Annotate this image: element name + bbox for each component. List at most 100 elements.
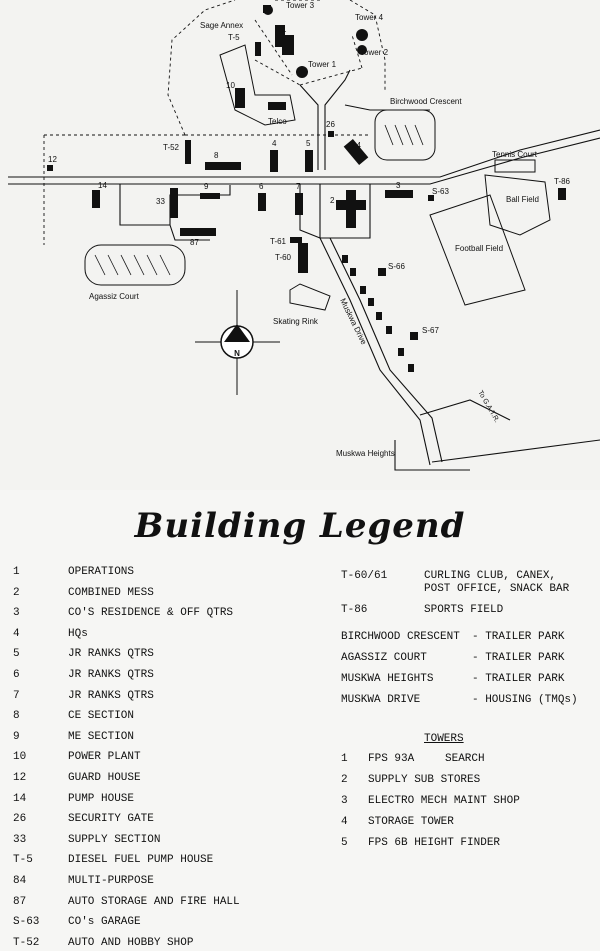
- label-muskwa-heights: Muskwa Heights: [336, 449, 395, 458]
- agassiz-slots: [94, 254, 171, 276]
- base-map: N Sage Annex Tower 3 Tower 4 Tower 1 Tow…: [8, 0, 600, 471]
- legend-item-label: CE SECTION: [68, 710, 135, 722]
- legend-item-label: ME SECTION: [68, 731, 135, 743]
- label-tower-2: Tower 2: [360, 48, 389, 57]
- birchwood-slots: [384, 124, 424, 146]
- legend-item-number: 6: [13, 669, 20, 681]
- house-1: [342, 255, 348, 263]
- legend-item-number: 14: [13, 793, 27, 805]
- building-4: [270, 150, 278, 172]
- legend-item-label: DIESEL FUEL PUMP HOUSE: [68, 854, 214, 866]
- legend-item-number: 3: [13, 607, 20, 619]
- tower-label: SUPPLY SUB STORES: [368, 774, 481, 786]
- legend-item-number: 10: [13, 751, 27, 763]
- building-1b: [282, 35, 294, 55]
- ball-field: [484, 174, 551, 236]
- tower-number: 5: [341, 837, 348, 849]
- buildings: [47, 5, 566, 372]
- house-8: [408, 364, 414, 372]
- towers-title: TOWERS: [424, 733, 464, 745]
- legend-item-number: 8: [13, 710, 20, 722]
- label-tower-1: Tower 1: [308, 60, 337, 69]
- muskwa-heights-roads: [394, 399, 511, 471]
- legend-item-label: CO'S RESIDENCE & OFF QTRS: [68, 607, 234, 619]
- legend-item-label: JR RANKS QTRS: [68, 669, 154, 681]
- building-3: [385, 190, 413, 198]
- building-33: [170, 188, 178, 218]
- label-7: 7: [296, 182, 301, 191]
- house-5: [376, 312, 382, 320]
- legend-item-number: 9: [13, 731, 20, 743]
- muskwa-drive-road: [319, 237, 443, 466]
- building-26: [328, 131, 334, 137]
- label-s66: S-66: [388, 262, 405, 271]
- area-description: - TRAILER PARK: [472, 652, 565, 664]
- label-33: 33: [156, 197, 165, 206]
- area-description: - HOUSING (TMQs): [472, 694, 578, 706]
- perimeter-fence: [43, 0, 386, 245]
- legend-label-t6061-line2: POST OFFICE, SNACK BAR: [424, 583, 570, 595]
- building-t60: [298, 243, 308, 273]
- area-name: BIRCHWOOD CRESCENT: [341, 631, 460, 643]
- building-t5: [255, 42, 261, 56]
- building-14: [92, 190, 100, 208]
- legend-item-number: 5: [13, 648, 20, 660]
- legend-item-number: 84: [13, 875, 27, 887]
- north-arrow: N: [195, 290, 280, 395]
- legend-item-number: 2: [13, 587, 20, 599]
- label-t52: T-52: [163, 143, 180, 152]
- building-5: [305, 150, 313, 172]
- label-tennis: Tennis Court: [492, 150, 538, 159]
- area-description: - TRAILER PARK: [472, 631, 565, 643]
- area-name: AGASSIZ COURT: [341, 652, 427, 664]
- house-2: [350, 268, 356, 276]
- tower-number: 4: [341, 816, 348, 828]
- label-6: 6: [259, 182, 264, 191]
- football-field: [429, 194, 526, 306]
- birchwood-crescent-outline: [374, 109, 436, 161]
- area-name: MUSKWA HEIGHTS: [341, 673, 434, 685]
- legend-item-label: JR RANKS QTRS: [68, 648, 154, 660]
- tower-2-dot: [357, 45, 367, 55]
- legend-item-label: JR RANKS QTRS: [68, 690, 154, 702]
- legend-label-t6061-line1: CURLING CLUB, CANEX,: [424, 570, 557, 582]
- label-tower-4: Tower 4: [355, 13, 384, 22]
- building-t61: [290, 237, 302, 243]
- label-14: 14: [98, 181, 107, 190]
- label-tower-3: Tower 3: [286, 1, 315, 10]
- label-9: 9: [204, 182, 209, 191]
- building-s67: [410, 332, 418, 340]
- label-4: 4: [272, 139, 277, 148]
- building-6: [258, 193, 266, 211]
- label-5: 5: [306, 139, 311, 148]
- label-3: 3: [396, 181, 401, 190]
- label-t5: T-5: [228, 33, 240, 42]
- legend-item-number: 87: [13, 896, 27, 908]
- sage-annex-outline: [219, 44, 296, 126]
- legend-item-label: CO's GARAGE: [68, 916, 141, 928]
- tower-4-dot: [356, 29, 368, 41]
- building-87: [180, 228, 216, 236]
- label-8: 8: [214, 151, 219, 160]
- tower-number: 1: [341, 753, 348, 765]
- tower-label: STORAGE TOWER: [368, 816, 454, 828]
- skating-rink: [289, 283, 331, 311]
- label-84: 84: [352, 141, 361, 150]
- house-7: [398, 348, 404, 356]
- building-telco: [268, 102, 286, 110]
- tower-extra: SEARCH: [445, 753, 485, 765]
- legend-item-label: HQs: [68, 628, 88, 640]
- label-s63: S-63: [432, 187, 449, 196]
- label-87: 87: [190, 238, 199, 247]
- legend-item-number: 12: [13, 772, 27, 784]
- label-t86: T-86: [554, 177, 571, 186]
- legend-item-number: 1: [13, 566, 20, 578]
- legend-item-number: 33: [13, 834, 27, 846]
- legend-item-number: 4: [13, 628, 20, 640]
- legend-label-t86: SPORTS FIELD: [424, 604, 504, 616]
- label-birchwood: Birchwood Crescent: [390, 97, 462, 106]
- label-ball-field: Ball Field: [506, 195, 539, 204]
- legend-num-t86: T-86: [341, 604, 368, 616]
- building-12: [47, 165, 53, 171]
- legend-item-number: T-52: [13, 937, 40, 949]
